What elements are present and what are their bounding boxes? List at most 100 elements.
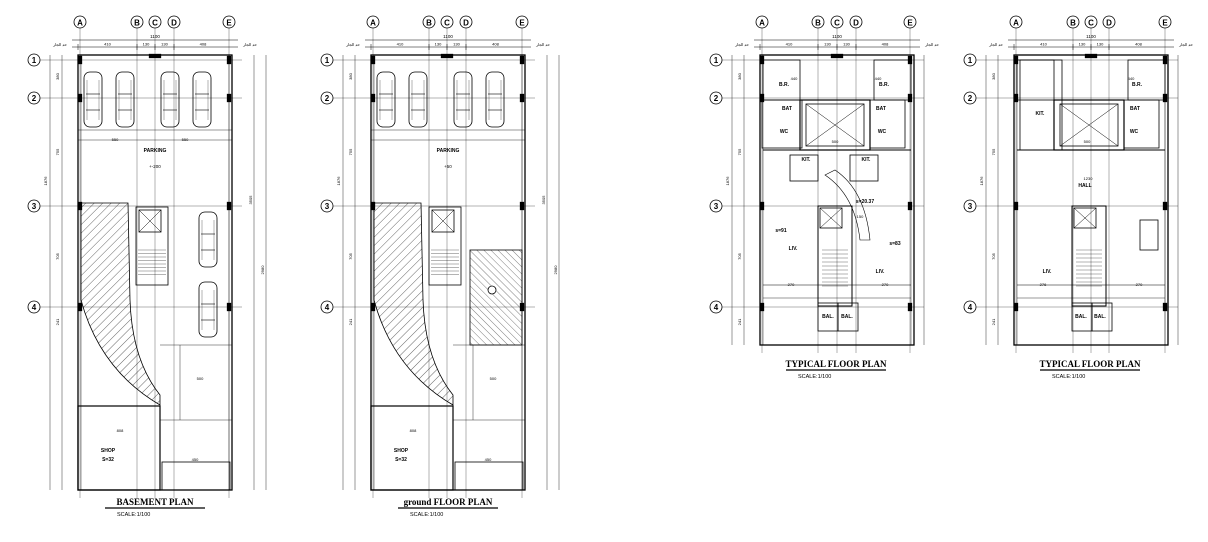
grid-label-row-1: 1 xyxy=(968,56,973,65)
elevator-shaft xyxy=(138,209,162,233)
car-symbol xyxy=(198,211,218,268)
grid-label-row-3: 3 xyxy=(968,202,973,211)
grid-label-e: E xyxy=(1162,19,1168,28)
structural-column xyxy=(226,55,232,65)
room-label: s=20.37 xyxy=(856,199,874,205)
car-body xyxy=(453,71,473,128)
dim-segment: 408 xyxy=(200,42,207,47)
dimension-label: 440 xyxy=(875,76,882,81)
grid-label-row-1: 1 xyxy=(32,56,37,65)
structural-column xyxy=(519,201,525,211)
dimension-label: 500 xyxy=(832,139,839,144)
grid-label-a: A xyxy=(77,19,83,28)
structural-column xyxy=(759,201,765,211)
structural-column xyxy=(370,55,376,65)
grid-label-e: E xyxy=(519,19,525,28)
elevator-shaft xyxy=(431,209,455,233)
curved-wall xyxy=(824,169,871,241)
grid-label-a: A xyxy=(759,19,765,28)
core-cross xyxy=(1059,103,1119,147)
structural-column xyxy=(907,302,913,312)
grid-label-b: B xyxy=(1070,19,1076,28)
dimension-label: 550 xyxy=(112,137,119,142)
car-symbol xyxy=(198,281,218,338)
dimension-label: 500 xyxy=(1084,139,1091,144)
grid-label-c: C xyxy=(444,19,450,28)
balcony xyxy=(837,302,859,332)
room-label: LIV. xyxy=(789,246,798,252)
grid-label-row-2: 2 xyxy=(968,94,973,103)
dimension-label: 500 xyxy=(490,376,497,381)
car-symbol xyxy=(192,71,212,128)
grid-label-row-4: 4 xyxy=(714,303,719,312)
room-label: s=91 xyxy=(775,228,786,234)
dimension-label: 450 xyxy=(485,457,492,462)
entrance-zone xyxy=(161,461,231,491)
dimension-label: 450 xyxy=(192,457,199,462)
dim-edge-note-left: حد الجار xyxy=(345,42,360,47)
grid-label-row-3: 3 xyxy=(714,202,719,211)
structural-column xyxy=(440,53,454,59)
dimension-label: 808 xyxy=(117,428,124,433)
dim-segment: 130 xyxy=(843,42,850,47)
grid-label-b: B xyxy=(426,19,432,28)
car-body xyxy=(485,71,505,128)
structural-column xyxy=(370,302,376,312)
stair-core xyxy=(817,205,853,307)
room-label: WC xyxy=(780,129,789,135)
grid-label-row-3: 3 xyxy=(325,202,330,211)
dim-total: 1876 xyxy=(979,176,984,186)
dim-row: 241 xyxy=(737,318,742,325)
room-label: SHOP xyxy=(394,448,409,454)
grid-label-c: C xyxy=(1088,19,1094,28)
room-label: BAL. xyxy=(841,314,853,320)
dim-edge-note-right: حد الجار xyxy=(535,42,550,47)
dim-length: 3505 xyxy=(248,195,253,205)
core-inner xyxy=(805,103,865,147)
dimension-label: 270 xyxy=(882,282,889,287)
dimension-label: 440 xyxy=(1128,76,1135,81)
dimension-label: 1230 xyxy=(1084,176,1094,181)
small-room xyxy=(1139,219,1159,251)
dim-total: 1876 xyxy=(725,176,730,186)
plan-title: TYPICAL FLOOR PLAN xyxy=(1039,359,1141,369)
dim-row: 380 xyxy=(991,72,996,79)
stair-core xyxy=(135,206,169,286)
structural-column xyxy=(226,201,232,211)
structural-column xyxy=(1013,201,1019,211)
car-symbol xyxy=(115,71,135,128)
structural-column xyxy=(1013,302,1019,312)
dim-row: 755 xyxy=(737,148,742,155)
grid-label-row-4: 4 xyxy=(32,303,37,312)
dim-overall: 1100 xyxy=(150,34,160,39)
stair-core xyxy=(428,206,462,286)
shop-room xyxy=(370,405,454,491)
structural-column xyxy=(907,201,913,211)
dim-segment: 410 xyxy=(397,42,404,47)
dim-row: 380 xyxy=(348,72,353,79)
ramp-hatch xyxy=(80,202,161,406)
dim-total: 1876 xyxy=(43,176,48,186)
grid-label-row-2: 2 xyxy=(714,94,719,103)
grid-label-row-2: 2 xyxy=(325,94,330,103)
dim-length: 2980 xyxy=(260,265,265,275)
ramp-hatch xyxy=(373,202,454,406)
dim-edge-note-left: حد الجار xyxy=(52,42,67,47)
dimension-label: 150 xyxy=(857,214,864,219)
dim-row: 705 xyxy=(737,252,742,259)
grid-label-e: E xyxy=(907,19,913,28)
room-label: SHOP xyxy=(101,448,116,454)
dim-segment: 130 xyxy=(1097,42,1104,47)
car-body xyxy=(192,71,212,128)
dim-overall: 1100 xyxy=(443,34,453,39)
dim-row: 705 xyxy=(348,252,353,259)
car-body xyxy=(83,71,103,128)
car-body xyxy=(115,71,135,128)
room-label: PARKING xyxy=(144,148,167,154)
room-label: HALL xyxy=(1078,183,1091,189)
core-inner xyxy=(1059,103,1119,147)
room-label: BAT xyxy=(782,106,792,112)
plan-title: BASEMENT PLAN xyxy=(116,497,194,507)
